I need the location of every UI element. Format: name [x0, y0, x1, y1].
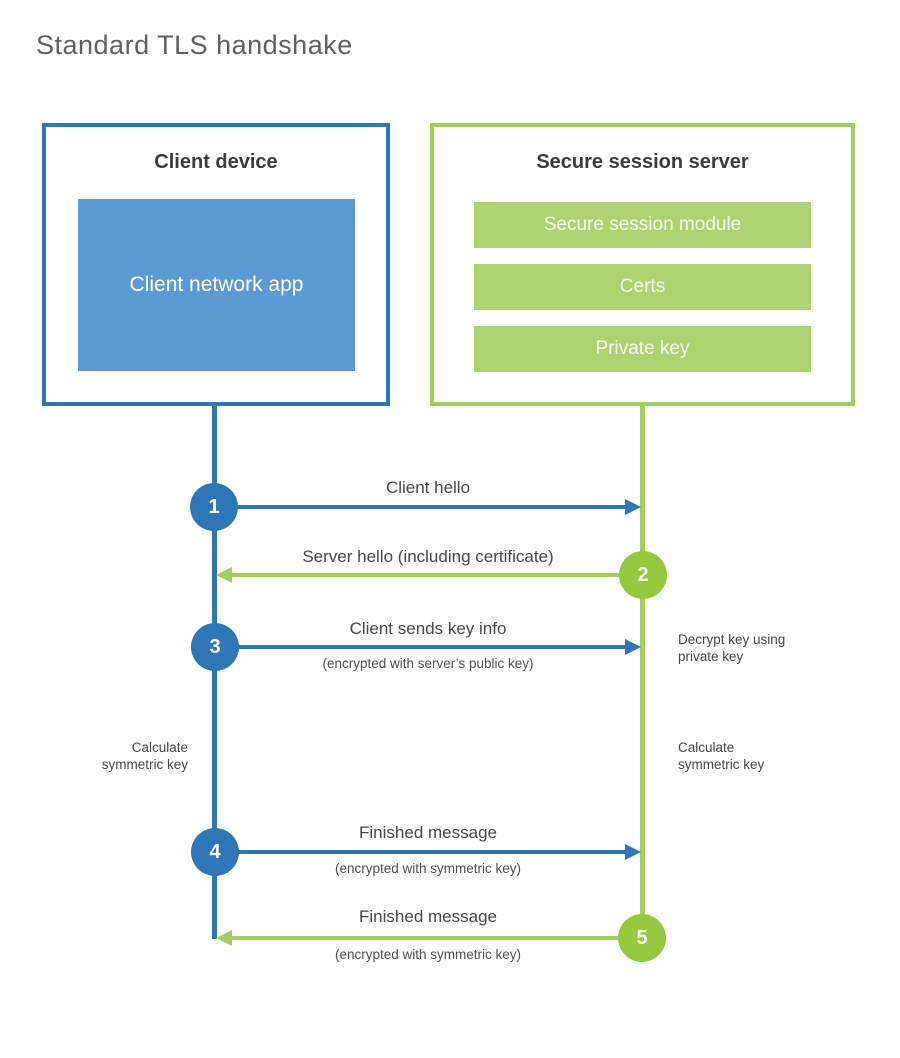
message-3-sublabel: (encrypted with server’s public key): [322, 656, 534, 671]
message-4-label: Finished message: [359, 823, 497, 842]
note-decrypt-key: Decrypt key using private key: [678, 632, 786, 665]
server-lifeline: [640, 406, 645, 957]
secure-session-server-title: Secure session server: [536, 151, 749, 173]
client-device-box: Client device Client network app: [42, 123, 390, 406]
message-5-label: Finished message: [359, 907, 497, 926]
step-node-1: 1: [190, 483, 238, 531]
server-module-private-key: Private key: [474, 326, 811, 372]
server-module-secure-session: Secure session module: [474, 202, 811, 248]
message-2-arrow: [232, 573, 642, 577]
step-node-3: 3: [191, 623, 239, 671]
step-node-2: 2: [619, 551, 667, 599]
secure-session-server-box: Secure session server Secure session mod…: [430, 123, 855, 406]
client-network-app-label: Client network app: [129, 272, 304, 296]
client-device-title: Client device: [154, 151, 278, 173]
message-4-arrow: [215, 850, 626, 854]
message-3-arrowhead-icon: [625, 639, 641, 655]
note-calculate-symmetric-key-server: Calculate symmetric key: [678, 740, 765, 773]
page-title: Standard TLS handshake: [36, 30, 353, 60]
message-3-label: Client sends key info: [349, 619, 507, 638]
client-lifeline: [212, 406, 217, 939]
message-5-arrowhead-icon: [216, 930, 232, 946]
message-4-sublabel: (encrypted with symmetric key): [334, 861, 522, 876]
message-3-arrow: [215, 645, 626, 649]
step-node-5: 5: [618, 914, 666, 962]
message-2-label: Server hello (including certificate): [302, 547, 554, 566]
message-1-arrowhead-icon: [625, 499, 641, 515]
step-node-4: 4: [191, 828, 239, 876]
message-2-arrowhead-icon: [216, 567, 232, 583]
message-5-arrow: [232, 936, 642, 940]
message-1-arrow: [215, 505, 626, 509]
client-network-app-rect: Client network app: [78, 199, 355, 371]
note-calculate-symmetric-key-client: Calculate symmetric key: [101, 740, 188, 773]
message-1-label: Client hello: [385, 478, 471, 497]
message-5-sublabel: (encrypted with symmetric key): [334, 947, 522, 962]
server-module-certs: Certs: [474, 264, 811, 310]
message-4-arrowhead-icon: [625, 844, 641, 860]
